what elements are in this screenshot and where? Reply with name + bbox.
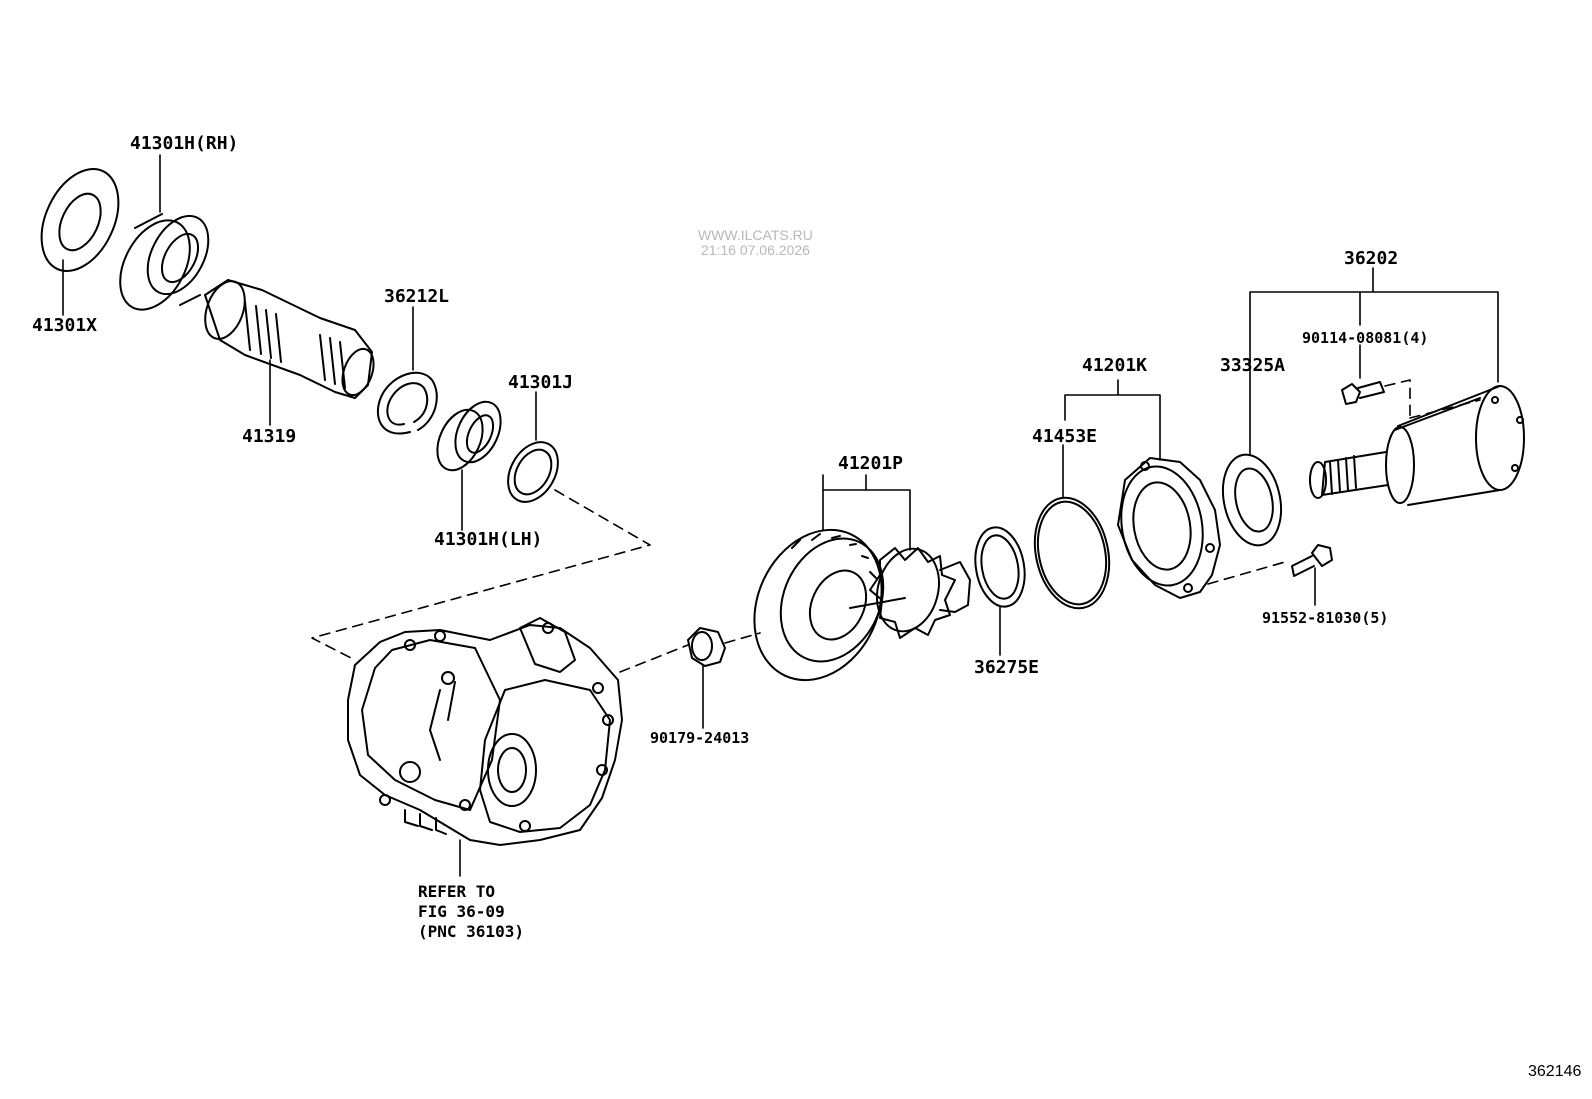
snap-ring-36212l[interactable] xyxy=(377,371,438,435)
callout-41301h-rh[interactable]: 41301H(RH) xyxy=(130,133,239,154)
figure-number: 362146 xyxy=(1528,1063,1582,1080)
refer-note-line3: (PNC 36103) xyxy=(418,922,524,941)
extension-housing-36202[interactable] xyxy=(1309,385,1525,506)
callout-90114-08081[interactable]: 90114-08081(4) xyxy=(1302,329,1429,347)
callout-41453e[interactable]: 41453E xyxy=(1032,426,1098,447)
nut-90179-24013[interactable] xyxy=(687,627,726,667)
refer-note[interactable]: REFER TO FIG 36-09 (PNC 36103) xyxy=(418,882,524,942)
callout-41301j[interactable]: 41301J xyxy=(508,372,574,393)
seal-33325a[interactable] xyxy=(1215,449,1289,551)
pinion-gear-41201p[interactable] xyxy=(849,542,971,639)
bearing-41301h-lh[interactable] xyxy=(428,395,509,478)
callout-41201p[interactable]: 41201P xyxy=(838,453,904,474)
bolt-90114-08081[interactable] xyxy=(1341,381,1385,405)
transfer-case-housing[interactable] xyxy=(347,617,623,846)
alignment-dashes xyxy=(311,379,1481,673)
watermark-timestamp: 21:16 07.06.2026 xyxy=(700,241,810,258)
bearing-retainer-41201k[interactable] xyxy=(1112,457,1221,599)
shim-41301j[interactable] xyxy=(498,433,568,510)
callout-91552-81030[interactable]: 91552-81030(5) xyxy=(1262,609,1389,627)
bearing-41301h-rh[interactable] xyxy=(106,206,221,322)
callout-41201k[interactable]: 41201K xyxy=(1082,355,1148,376)
callout-36202[interactable]: 36202 xyxy=(1344,248,1399,269)
watermark-site: WWW.ILCATS.RU xyxy=(698,227,813,243)
callout-33325a[interactable]: 33325A xyxy=(1220,355,1286,376)
callout-41319[interactable]: 41319 xyxy=(242,426,297,447)
leader-lines xyxy=(62,154,1499,877)
o-ring-41453e[interactable] xyxy=(1025,491,1119,616)
watermark: WWW.ILCATS.RU 21:16 07.06.2026 xyxy=(698,228,813,257)
refer-note-line2: FIG 36-09 xyxy=(418,902,505,921)
callout-41301h-lh[interactable]: 41301H(LH) xyxy=(434,529,543,550)
shaft-41319[interactable] xyxy=(198,276,380,400)
ring-gear-41201p[interactable] xyxy=(731,509,906,701)
washer-41301x[interactable] xyxy=(26,157,133,284)
shim-36275e[interactable] xyxy=(969,523,1030,610)
callout-41301x[interactable]: 41301X xyxy=(32,315,98,336)
callout-36212l[interactable]: 36212L xyxy=(384,286,450,307)
bolt-91552-81030[interactable] xyxy=(1291,544,1333,577)
callout-90179-24013[interactable]: 90179-24013 xyxy=(650,729,750,747)
callout-36275e[interactable]: 36275E xyxy=(974,657,1040,678)
refer-note-line1: REFER TO xyxy=(418,882,496,901)
